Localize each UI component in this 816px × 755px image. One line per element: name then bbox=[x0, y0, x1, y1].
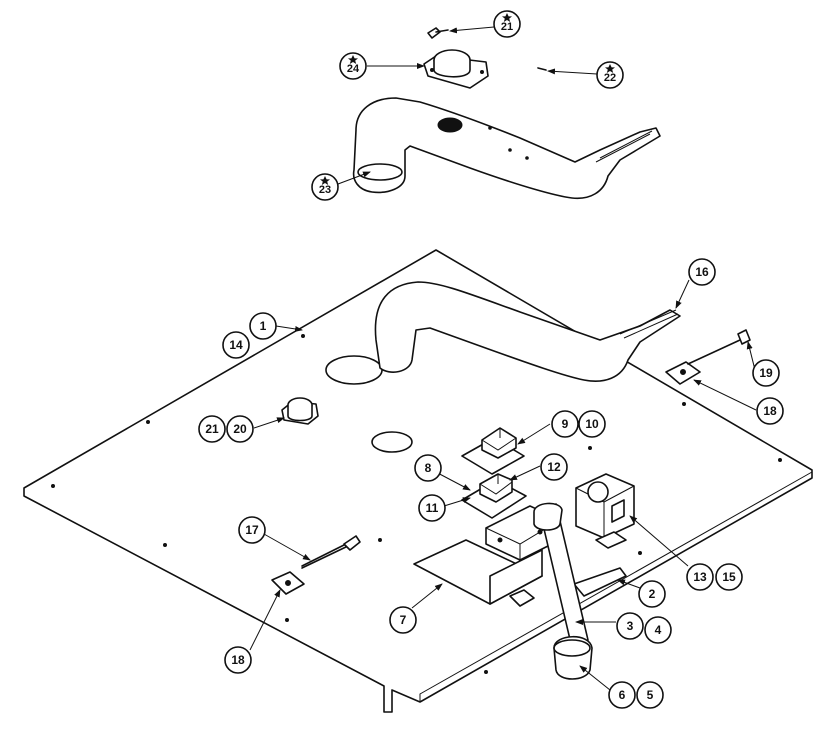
callout-19: 19 bbox=[752, 359, 780, 387]
svg-text:9: 9 bbox=[562, 417, 569, 431]
star-marker-icon bbox=[605, 64, 615, 73]
svg-text:22: 22 bbox=[604, 72, 616, 84]
rod-left bbox=[301, 545, 349, 569]
svg-text:14: 14 bbox=[229, 338, 243, 352]
svg-text:15: 15 bbox=[722, 570, 736, 584]
svg-text:13: 13 bbox=[693, 570, 707, 584]
svg-text:1: 1 bbox=[260, 319, 267, 333]
callout-9: 9 bbox=[551, 410, 579, 438]
plate-duct bbox=[374, 281, 681, 382]
callout-3: 3 bbox=[616, 612, 644, 640]
top-thermostat bbox=[423, 49, 489, 89]
callout-10: 10 bbox=[578, 410, 606, 438]
rod-right bbox=[687, 339, 741, 365]
svg-text:10: 10 bbox=[585, 417, 599, 431]
svg-text:23: 23 bbox=[319, 184, 331, 196]
callout-23: 23 bbox=[311, 173, 339, 201]
star-marker-icon bbox=[348, 55, 358, 64]
callout-18-left: 18 bbox=[224, 646, 252, 674]
svg-text:20: 20 bbox=[233, 422, 247, 436]
svg-text:21: 21 bbox=[501, 21, 513, 33]
mid-thermostat bbox=[281, 397, 319, 425]
svg-text:17: 17 bbox=[245, 523, 259, 537]
svg-text:12: 12 bbox=[547, 460, 561, 474]
callout-11: 11 bbox=[418, 494, 446, 522]
svg-text:4: 4 bbox=[655, 623, 662, 637]
callout-8: 8 bbox=[414, 454, 442, 482]
callout-16: 16 bbox=[688, 258, 716, 286]
callout-5: 5 bbox=[636, 681, 664, 709]
switch-8-11-12 bbox=[461, 473, 527, 519]
duct-opening bbox=[357, 163, 403, 181]
callout-24: 24 bbox=[339, 52, 367, 80]
svg-text:8: 8 bbox=[425, 461, 432, 475]
callout-15: 15 bbox=[715, 563, 743, 591]
duct-hole bbox=[437, 117, 463, 133]
callout-4: 4 bbox=[644, 616, 672, 644]
callout-13: 13 bbox=[686, 563, 714, 591]
duct-part bbox=[352, 97, 661, 200]
callout-12: 12 bbox=[540, 453, 568, 481]
callout-20: 20 bbox=[226, 415, 254, 443]
callout-6: 6 bbox=[608, 681, 636, 709]
svg-text:18: 18 bbox=[763, 404, 777, 418]
callout-14: 14 bbox=[222, 331, 250, 359]
svg-text:5: 5 bbox=[647, 688, 654, 702]
base-plate-assembly bbox=[23, 249, 813, 713]
callout-1: 1 bbox=[249, 312, 277, 340]
switch-9-10 bbox=[461, 427, 525, 475]
callout-21-top: 21 bbox=[493, 10, 521, 38]
top-clip bbox=[537, 67, 547, 71]
svg-text:3: 3 bbox=[627, 619, 634, 633]
svg-text:6: 6 bbox=[619, 688, 626, 702]
callout-21-mid: 21 bbox=[198, 415, 226, 443]
top-duct-assembly bbox=[352, 27, 661, 200]
svg-text:2: 2 bbox=[649, 587, 656, 601]
svg-text:19: 19 bbox=[759, 366, 773, 380]
callout-17: 17 bbox=[238, 516, 266, 544]
svg-text:16: 16 bbox=[695, 265, 709, 279]
valve-assembly bbox=[575, 473, 635, 549]
arm-part bbox=[573, 567, 627, 597]
duct-flange bbox=[595, 130, 653, 163]
callouts: 21 24 22 23 16 1 14 19 18 21 20 bbox=[198, 10, 784, 709]
callout-7: 7 bbox=[389, 606, 417, 634]
callout-2: 2 bbox=[638, 580, 666, 608]
top-screw bbox=[427, 27, 449, 39]
star-marker-icon bbox=[502, 13, 512, 22]
svg-text:24: 24 bbox=[347, 63, 360, 75]
svg-text:11: 11 bbox=[426, 501, 439, 515]
svg-text:7: 7 bbox=[400, 613, 407, 627]
star-marker-icon bbox=[320, 176, 330, 185]
svg-text:21: 21 bbox=[205, 422, 219, 436]
svg-text:18: 18 bbox=[231, 653, 245, 667]
callout-22: 22 bbox=[596, 61, 624, 89]
callout-18-right: 18 bbox=[756, 397, 784, 425]
